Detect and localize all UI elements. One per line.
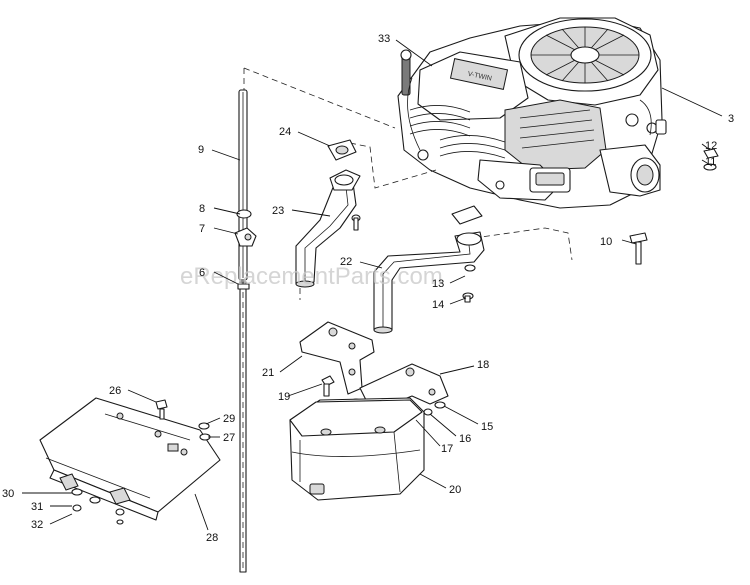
callout-6: 6 [199,267,205,279]
exhaust-pipe-right[interactable] [373,205,485,334]
callout-20: 20 [449,484,461,496]
callout-15: 15 [481,421,493,433]
tube-clamp-hardware[interactable] [234,209,257,290]
callout-23: 23 [272,205,284,217]
watermark-text: eReplacementParts.com [180,263,443,290]
callout-33: 33 [378,33,390,45]
callout-16: 16 [459,433,471,445]
engine-assembly[interactable]: V-TWIN [397,17,667,209]
callout-11: 11 [705,156,716,168]
callout-12: 12 [705,140,717,152]
callout-29: 29 [223,413,235,425]
callout-14: 14 [432,299,444,311]
callout-22: 22 [340,256,352,268]
callout-7: 7 [199,223,205,235]
callout-leader-lines [22,39,723,531]
muffler[interactable] [289,397,425,501]
callout-27: 27 [223,432,235,444]
callout-labels: 33 3 9 8 7 6 24 23 22 12 11 10 13 14 21 … [2,33,734,544]
exhaust-pipe-left[interactable] [295,139,361,288]
svg-text:V-TWIN: V-TWIN [467,71,492,83]
callout-17: 17 [441,443,453,455]
shield-fasteners[interactable] [71,399,211,525]
callout-18: 18 [477,359,489,371]
callout-10: 10 [600,236,612,248]
callout-9: 9 [198,144,204,156]
callout-13: 13 [432,278,444,290]
callout-8: 8 [199,203,205,215]
heat-shield[interactable] [39,397,221,521]
callout-19: 19 [278,391,290,403]
callout-3: 3 [728,113,734,125]
callout-26: 26 [109,385,121,397]
callout-30: 30 [2,488,14,500]
muffler-bracket-left[interactable] [299,321,375,395]
hardware-bolts[interactable] [351,148,719,303]
dipstick-tube[interactable] [238,89,248,573]
callout-31: 31 [31,501,43,513]
callout-32: 32 [31,519,43,531]
callout-24: 24 [279,126,291,138]
callout-21: 21 [262,367,274,379]
callout-28: 28 [206,532,218,544]
